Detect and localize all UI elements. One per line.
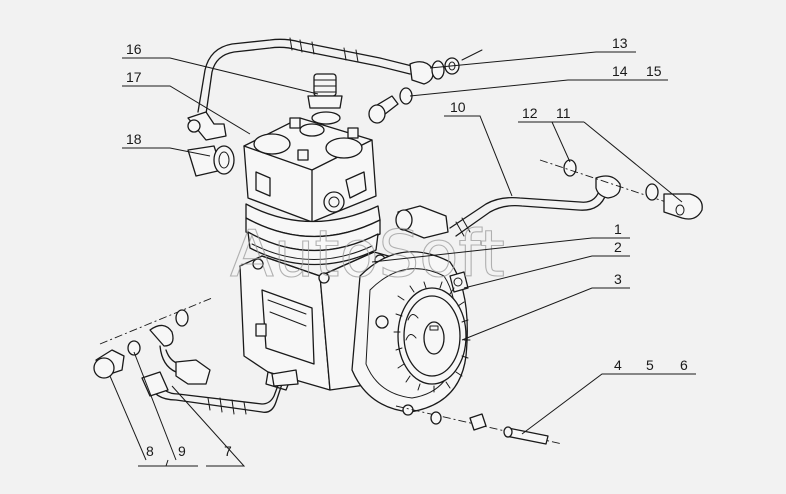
callout-1: 1 (614, 221, 622, 237)
callout-5: 5 (646, 357, 654, 373)
union-nut-18 (187, 145, 235, 177)
callout-11: 11 (556, 105, 571, 121)
callout-8: 8 (146, 443, 154, 459)
discharge-pipe-top (197, 37, 445, 115)
mounting-bolt-4 (395, 405, 563, 445)
callout-12: 12 (522, 105, 538, 121)
callout-9: 9 (178, 443, 186, 459)
elbow-fitting-17 (187, 111, 227, 141)
callout-15: 15 (646, 63, 662, 79)
callout-13: 13 (612, 35, 628, 51)
oil-pipe-right (395, 159, 703, 239)
callout-10: 10 (450, 99, 466, 115)
callout-17: 17 (126, 69, 142, 85)
callout-6: 6 (680, 357, 688, 373)
washer-13 (444, 49, 483, 75)
callout-16: 16 (126, 41, 142, 57)
callout-7: 7 (224, 443, 232, 459)
watermark-text: AutoSoft (230, 218, 505, 292)
leader-lines (109, 51, 696, 467)
callout-labels: 16 17 18 13 14 15 10 12 11 1 2 3 4 5 6 8… (126, 35, 688, 459)
callout-14: 14 (612, 63, 628, 79)
callout-3: 3 (614, 271, 622, 287)
callout-2: 2 (614, 239, 622, 255)
callout-18: 18 (126, 131, 142, 147)
cylinder-fins (245, 203, 381, 266)
banjo-bolt-15 (368, 87, 413, 124)
outlet-fitting-16 (307, 73, 343, 125)
callout-4: 4 (614, 357, 622, 373)
cylinder-head (243, 117, 377, 223)
drive-gear (393, 281, 471, 393)
